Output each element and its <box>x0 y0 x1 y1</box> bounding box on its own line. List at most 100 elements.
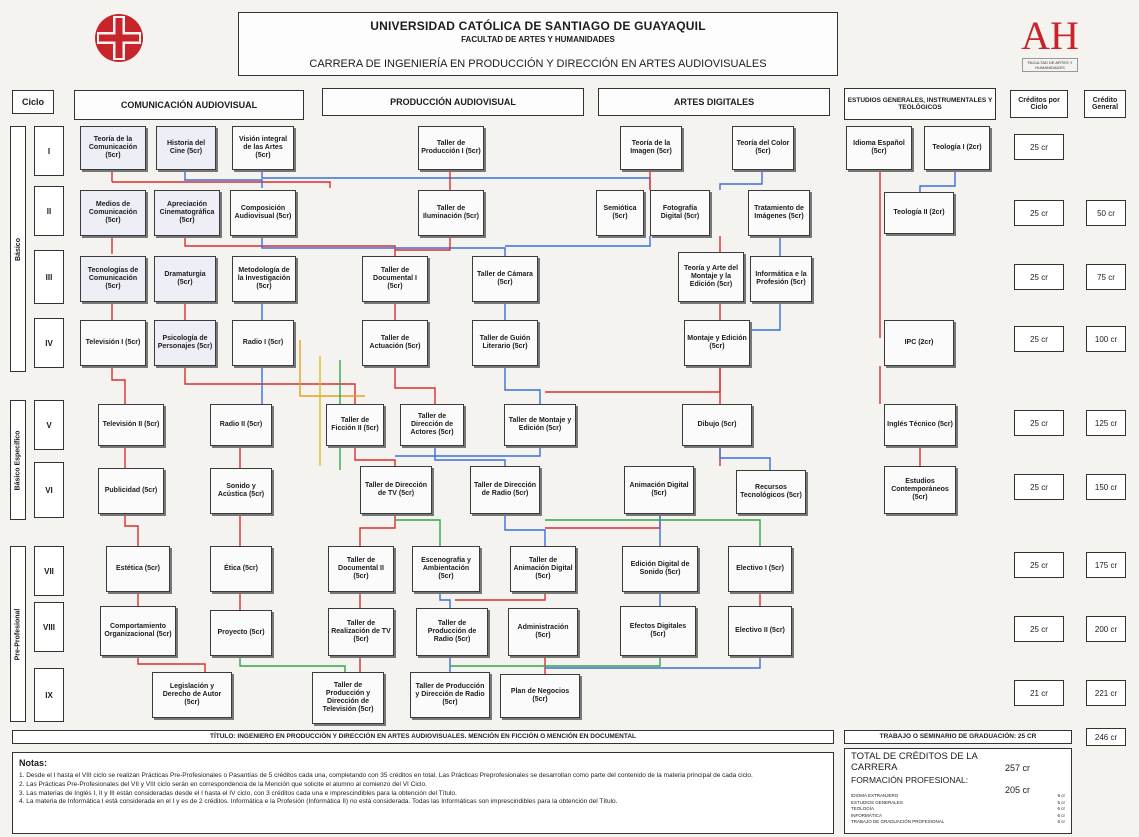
course-box: Taller de Guión Literario (5cr) <box>472 320 538 366</box>
credits-per-cycle-7: 25 cr <box>1014 552 1064 578</box>
cycle-label-7: VII <box>34 546 64 596</box>
total-formacion-label: FORMACIÓN PROFESIONAL: <box>851 775 969 785</box>
total-carrera-label: TOTAL DE CRÉDITOS DE LA CARRERA <box>851 751 978 773</box>
course-box: IPC (2cr) <box>884 320 954 366</box>
column-header-estudios: ESTUDIOS GENERALES, INSTRUMENTALES Y TEO… <box>844 88 996 120</box>
column-header-comunicacion: COMUNICACIÓN AUDIOVISUAL <box>74 90 304 120</box>
course-box: Taller de Iluminación (5cr) <box>418 190 484 236</box>
university-seal-logo <box>88 10 150 66</box>
cycle-label-5: V <box>34 400 64 450</box>
credit-general-5: 125 cr <box>1086 410 1126 436</box>
course-box: Proyecto (5cr) <box>210 610 272 656</box>
group-label-basico: Básico <box>10 126 26 372</box>
column-header-artes: ARTES DIGITALES <box>598 88 830 116</box>
note-line: 2. Las Prácticas Pre-Profesionales del V… <box>19 780 427 788</box>
university-name: UNIVERSIDAD CATÓLICA DE SANTIAGO DE GUAY… <box>370 19 706 33</box>
course-box: Fotografía Digital (5cr) <box>650 190 710 236</box>
course-box: Radio II (5cr) <box>210 404 272 446</box>
course-box: Administración (5cr) <box>508 608 578 656</box>
degree-title-bar: TÍTULO: INGENIERO EN PRODUCCIÓN Y DIRECC… <box>12 730 834 744</box>
faculty-name: FACULTAD DE ARTES Y HUMANIDADES <box>461 35 615 44</box>
credit-general-4: 100 cr <box>1086 326 1126 352</box>
course-box: Teología II (2cr) <box>884 192 954 234</box>
credit-general-7: 175 cr <box>1086 552 1126 578</box>
group-label-basico-especifico: Básico Específico <box>10 400 26 520</box>
credit-general-3: 75 cr <box>1086 264 1126 290</box>
course-box: Ética (5cr) <box>210 546 272 592</box>
column-header-creditos-ciclo: Créditos por Ciclo <box>1010 90 1068 118</box>
cycle-label-2: II <box>34 186 64 236</box>
course-box: Publicidad (5cr) <box>98 468 164 514</box>
group-label-pre-profesional: Pre-Profesional <box>10 546 26 722</box>
course-box: Taller de Realización de TV (5cr) <box>328 608 394 656</box>
course-box: Idioma Español (5cr) <box>846 126 912 170</box>
course-box: Sonido y Acústica (5cr) <box>210 468 272 514</box>
course-box: Estudios Contemporáneos (5cr) <box>884 466 956 514</box>
course-box: Teología I (2cr) <box>924 126 990 170</box>
course-box: Televisión II (5cr) <box>98 404 164 446</box>
course-box: Psicología de Personajes (5cr) <box>154 320 216 366</box>
cycle-label-9: IX <box>34 668 64 722</box>
course-box: Montaje y Edición (5cr) <box>684 320 750 366</box>
credits-per-cycle-9: 21 cr <box>1014 680 1064 706</box>
column-header-ciclo: Ciclo <box>12 90 54 114</box>
notes-heading: Notas: <box>19 758 48 768</box>
notes-box: Notas: 1. Desde el I hasta el VIII ciclo… <box>12 752 834 834</box>
faculty-logo-mark: AH <box>1021 13 1079 58</box>
course-box: Taller de Producción y Dirección de Radi… <box>410 672 490 718</box>
column-header-credito-general: Crédito General <box>1084 90 1126 118</box>
course-box: Taller de Dirección de Radio (5cr) <box>470 466 540 514</box>
course-box: Plan de Negocios (5cr) <box>500 674 580 718</box>
course-box: Tecnologías de Comunicación (5cr) <box>80 256 146 302</box>
cycle-label-1: I <box>34 126 64 176</box>
course-box: Taller de Documental I (5cr) <box>362 256 428 302</box>
credits-per-cycle-1: 25 cr <box>1014 134 1064 160</box>
course-box: Animación Digital (5cr) <box>624 466 694 514</box>
course-box: Composición Audiovisual (5cr) <box>230 190 296 236</box>
course-box: Apreciación Cinematográfica (5cr) <box>154 190 220 236</box>
course-box: Recursos Tecnológicos (5cr) <box>736 470 806 514</box>
course-box: Comportamiento Organizacional (5cr) <box>100 606 176 656</box>
course-box: Taller de Documental II (5cr) <box>328 546 394 592</box>
credit-general-final: 246 cr <box>1086 728 1126 746</box>
total-formacion-value: 205 cr <box>1005 785 1031 795</box>
course-box: Taller de Dirección de TV (5cr) <box>360 466 432 514</box>
course-box: Radio I (5cr) <box>232 320 294 366</box>
course-box: Taller de Montaje y Edición (5cr) <box>504 404 576 446</box>
course-box: Dibujo (5cr) <box>682 404 752 446</box>
credit-general-9: 221 cr <box>1086 680 1126 706</box>
course-box: Visión integral de las Artes (5cr) <box>232 126 294 170</box>
course-box: Teoría de la Comunicación (5cr) <box>80 126 146 170</box>
total-carrera-value: 257 cr <box>1005 763 1031 773</box>
cycle-label-6: VI <box>34 462 64 518</box>
course-box: Electivo II (5cr) <box>728 606 792 656</box>
note-line: 4. La materia de Informática I está cons… <box>19 798 618 806</box>
credits-per-cycle-2: 25 cr <box>1014 200 1064 226</box>
credits-per-cycle-8: 25 cr <box>1014 616 1064 642</box>
course-box: Tratamiento de Imágenes (5cr) <box>748 190 810 236</box>
course-box: Semiótica (5cr) <box>596 190 644 236</box>
course-box: Historia del Cine (5cr) <box>156 126 216 170</box>
credit-general-2: 50 cr <box>1086 200 1126 226</box>
cycle-label-4: IV <box>34 318 64 368</box>
course-box: Legislación y Derecho de Autor (5cr) <box>152 672 232 718</box>
note-line: 3. Las materias de Inglés I, II y III es… <box>19 789 457 797</box>
course-box: Taller de Dirección de Actores (5cr) <box>400 404 464 446</box>
graduation-work-box: TRABAJO O SEMINARIO DE GRADUACIÓN: 25 CR <box>844 730 1072 744</box>
course-box: Taller de Producción y Dirección de Tele… <box>312 672 384 724</box>
course-box: Electivo I (5cr) <box>728 546 792 592</box>
faculty-logo-caption: FACULTAD DE ARTES Y HUMANIDADES <box>1022 58 1078 72</box>
course-box: Efectos Digitales (5cr) <box>620 606 696 656</box>
course-box: Dramaturgia (5cr) <box>154 256 216 302</box>
course-box: Taller de Producción I (5cr) <box>418 126 484 170</box>
course-box: Teoría de la Imagen (5cr) <box>620 126 682 170</box>
faculty-logo: AH FACULTAD DE ARTES Y HUMANIDADES <box>1010 14 1090 74</box>
course-box: Televisión I (5cr) <box>80 320 146 366</box>
